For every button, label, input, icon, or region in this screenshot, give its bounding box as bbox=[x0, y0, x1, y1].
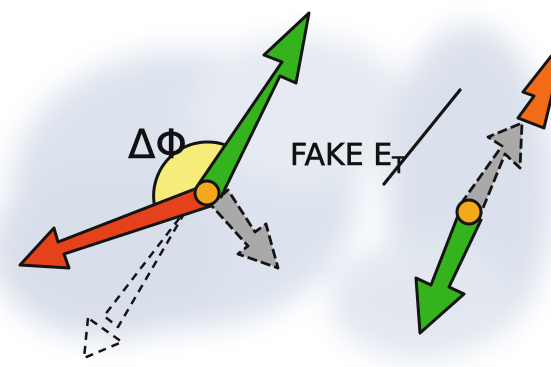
delta-phi-label: ΔΦ bbox=[128, 122, 187, 168]
fake-prefix-text: FAKE bbox=[290, 138, 373, 173]
right-pivot-dot bbox=[457, 200, 481, 224]
svg-text:FAKE ET: FAKE ET bbox=[290, 138, 406, 179]
left-pivot-dot bbox=[195, 181, 219, 205]
fake-symbol-text: E bbox=[373, 138, 392, 173]
